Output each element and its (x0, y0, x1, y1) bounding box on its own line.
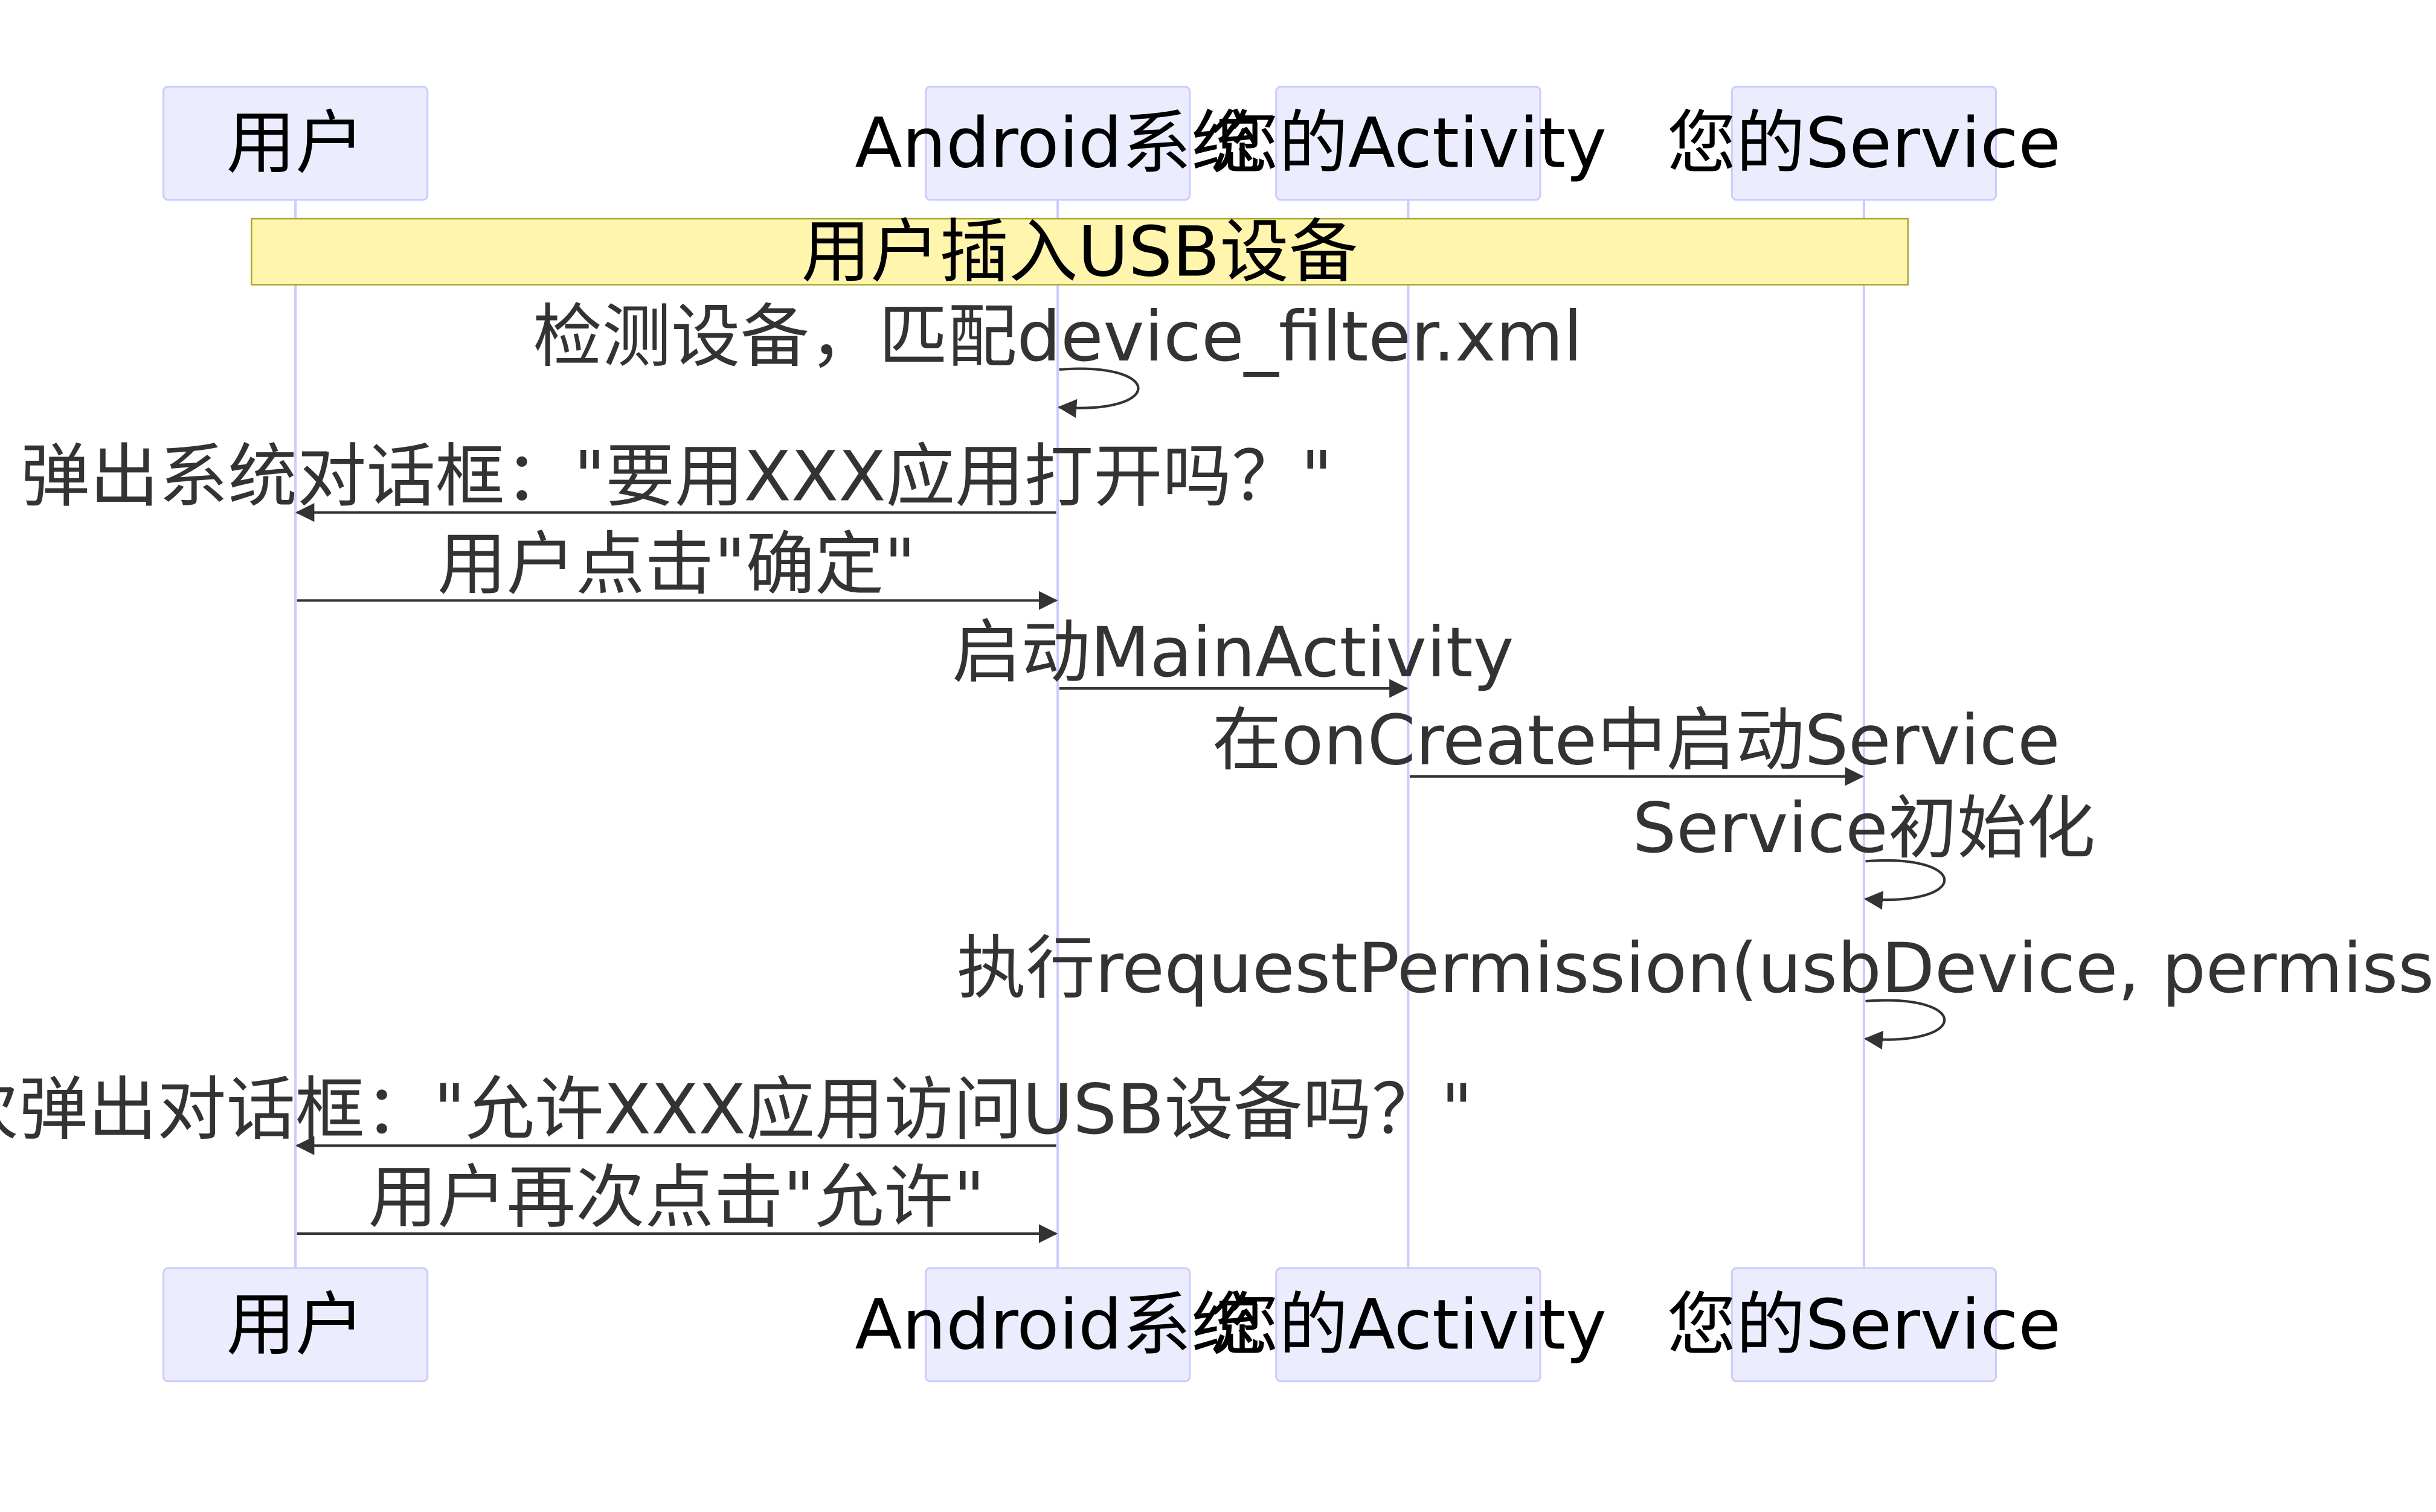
message-9: 用户再次点击"允许" (297, 1158, 1058, 1243)
messages: 检测设备，匹配device_filter.xml 弹出系统对话框："要用XXX应用… (0, 296, 2436, 1243)
actor-rect (1275, 86, 1541, 201)
message-5: 在onCreate中启动Service (1212, 700, 2060, 786)
actor-rect (924, 1267, 1191, 1383)
actor-label-user: 用户 (227, 1284, 365, 1365)
message-label: 检测设备，匹配device_filter.xml (533, 296, 1583, 377)
actor-label-service: 您的Service (1667, 103, 2061, 184)
self-arrow (1863, 859, 1946, 910)
message-2: 弹出系统对话框："要用XXX应用打开吗？" (21, 436, 1332, 522)
self-arrow (1863, 999, 1946, 1050)
message-label: 执行requestPermission(usbDevice, permissio… (957, 928, 2436, 1008)
message-1: 检测设备，匹配device_filter.xml (533, 296, 1583, 418)
actor-label-service: 您的Service (1667, 1284, 2061, 1365)
actor-box-system-top: Android系统 (855, 86, 1261, 201)
note-label: 用户插入USB设备 (802, 211, 1358, 292)
message-label: Service初始化 (1633, 788, 2095, 868)
note-box: 用户插入USB设备 (251, 211, 1909, 292)
actor-rect (1731, 86, 1997, 201)
actor-rect (1275, 1267, 1541, 1383)
actor-label-activity: 您的Activity (1210, 103, 1607, 184)
actor-box-service-top: 您的Service (1667, 86, 2061, 201)
self-arrow (1058, 367, 1140, 418)
actor-rect (1731, 1267, 1997, 1383)
actor-label-system: Android系统 (855, 1284, 1261, 1365)
message-7: 执行requestPermission(usbDevice, permissio… (957, 928, 2436, 1050)
message-label: 用户点击"确定" (437, 524, 916, 604)
message-3: 用户点击"确定" (297, 524, 1058, 610)
actor-rect (924, 86, 1191, 201)
actor-box-user-top: 用户 (162, 86, 429, 201)
note-layer: 用户插入USB设备 (251, 211, 1909, 292)
actor-box-activity-bottom: 您的Activity (1210, 1267, 1607, 1383)
actor-box-system-bottom: Android系统 (855, 1267, 1261, 1383)
message-6: Service初始化 (1633, 788, 2095, 910)
actor-rect (162, 1267, 429, 1383)
message-label: 启动MainActivity (952, 612, 1514, 693)
note-rect (251, 217, 1909, 286)
actor-label-user: 用户 (227, 103, 365, 184)
message-label: 用户再次点击"允许" (368, 1158, 985, 1238)
actor-box-service-bottom: 您的Service (1667, 1267, 2061, 1383)
message-label: 弹出系统对话框："要用XXX应用打开吗？" (21, 436, 1332, 516)
message-4: 启动MainActivity (952, 612, 1514, 698)
actor-label-activity: 您的Activity (1210, 1284, 1607, 1365)
actor-label-system: Android系统 (855, 103, 1261, 184)
message-label: 在onCreate中启动Service (1212, 700, 2060, 780)
message-label: 再次弹出对话框："允许XXX应用访问USB设备吗？" (0, 1069, 1473, 1150)
actor-box-activity-top: 您的Activity (1210, 86, 1607, 201)
actor-rect (162, 86, 429, 201)
actor-box-user-bottom: 用户 (162, 1267, 429, 1383)
message-8: 再次弹出对话框："允许XXX应用访问USB设备吗？" (0, 1069, 1473, 1155)
lifelines (294, 199, 1865, 1269)
